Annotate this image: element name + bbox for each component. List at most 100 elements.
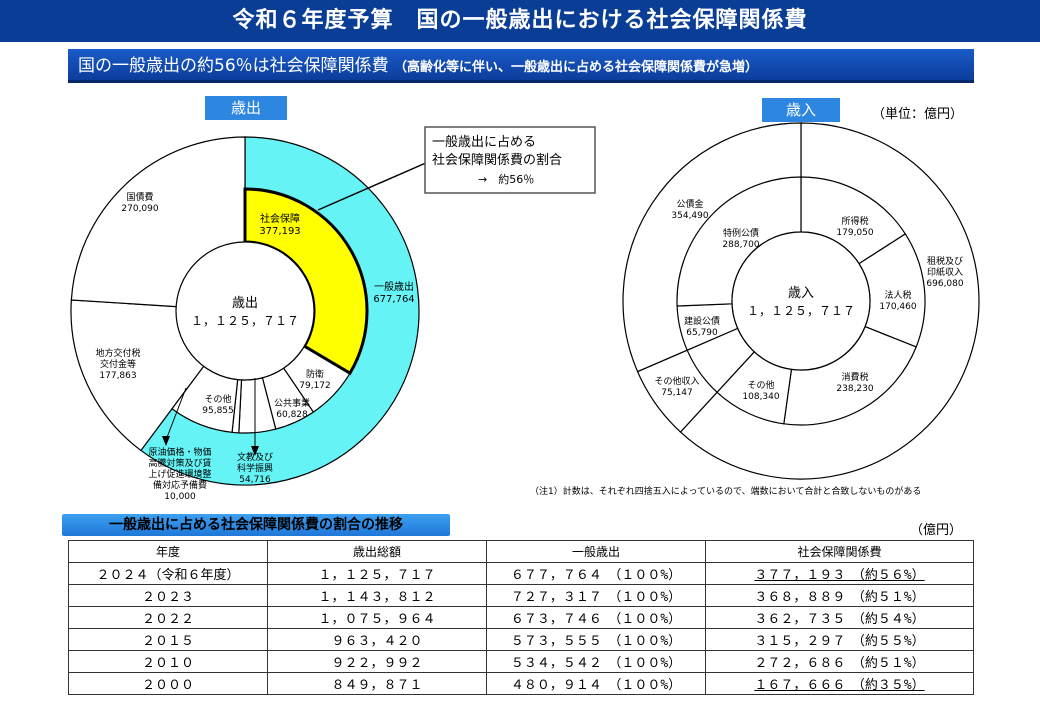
cell-general: ６７３，７４６ （１００%） [486, 606, 706, 629]
cell-year: ２０１５ [68, 628, 268, 651]
cell-total: ９２２，９９２ [267, 650, 487, 673]
share-callout: 一般歳出に占める社会保障関係費の割合 → 約56％ [317, 126, 596, 211]
cell-year: ２０００ [68, 672, 268, 695]
cell-year: ２０２２ [68, 606, 268, 629]
col-header: 一般歳出 [486, 540, 706, 563]
center-value: １，１２５，７１７ [747, 304, 855, 318]
label-line: 54,716 [239, 475, 271, 485]
unit-label: （単位：億円） [872, 107, 964, 122]
leader-line [165, 387, 187, 441]
col-header: 歳出総額 [267, 540, 487, 563]
subtitle-banner: 国の一般歳出の約56％は社会保障関係費 （高齢化等に伴い、一般歳出に占める社会保… [68, 49, 974, 83]
arrow-head [162, 436, 170, 446]
label-line: その他 [204, 393, 231, 405]
label-line: 177,863 [99, 371, 136, 381]
label-line: 95,855 [202, 406, 234, 416]
col-header: 社会保障関係費 [705, 540, 974, 563]
cell-year: ２０１０ [68, 650, 268, 673]
callout-line2: 社会保障関係費の割合 [432, 152, 562, 168]
revenue-pie [622, 122, 980, 480]
cell-general: ６７７，７６４ （１００%） [486, 562, 706, 585]
center-value: １，１２５，７１７ [191, 314, 299, 328]
label-line: 公共事業 [274, 397, 310, 409]
page-title: 令和６年度予算 国の一般歳出における社会保障関係費 [0, 0, 1040, 42]
label-line: その他 [747, 379, 774, 391]
label-line: 288,700 [722, 240, 759, 250]
label-line: 238,230 [836, 384, 873, 394]
label-line: 696,080 [926, 279, 963, 289]
label-line: 備対応予備費 [153, 479, 207, 491]
arrow-head [251, 446, 259, 456]
label-line: 354,490 [671, 211, 708, 221]
label-line: 印紙収入 [927, 266, 963, 278]
cell-general: ４８０，９１４ （１００%） [486, 672, 706, 695]
cell-year: ２０２４（令和６年度） [68, 562, 268, 585]
cell-general: ７２７，３１７ （１００%） [486, 584, 706, 607]
label-line: 法人税 [884, 289, 911, 301]
label-line: 公債金 [676, 198, 703, 210]
label-line: 377,193 [259, 226, 300, 237]
label-line: 交付金等 [100, 358, 136, 370]
expenditure-tag: 歳出 [205, 96, 287, 120]
subtitle-note: （高齢化等に伴い、一般歳出に占める社会保障関係費が急増） [394, 60, 759, 75]
cell-social: ３７７，１９３ （約５６%） [705, 562, 974, 585]
label-line: 上げ促進環境整 [148, 468, 211, 480]
label-line: 建設公債 [684, 315, 720, 327]
cell-total: ８４９，８７１ [267, 672, 487, 695]
label-line: 65,790 [686, 328, 718, 338]
label-line: 防衛 [306, 368, 324, 380]
label-line: 社会保障 [260, 212, 300, 225]
label-line: 170,460 [879, 302, 916, 312]
label-line: 所得税 [841, 215, 868, 227]
label-line: 一般歳出 [374, 280, 414, 293]
label-line: 租税及び [927, 255, 963, 267]
cell-social: １６７，６６６ （約３５%） [705, 672, 974, 695]
rounding-note: （注1）計数は、それぞれ四捨五入によっているので、端数において合計と合致しないも… [530, 487, 922, 497]
center-label: 歳出 [232, 296, 258, 311]
label-line: 国債費 [126, 191, 153, 203]
cell-social: ３６２，７３５ （約５４%） [705, 606, 974, 629]
revenue-tag: 歳入 [762, 98, 840, 122]
cell-social: ３６８，８８９ （約５１%） [705, 584, 974, 607]
label-line: 677,764 [373, 294, 414, 305]
trend-unit: （億円） [910, 523, 963, 538]
label-line: 文教及び [237, 451, 273, 463]
label-line: 10,000 [164, 492, 196, 502]
cell-social: ２７２，６８６ （約５１%） [705, 650, 974, 673]
center-hole [731, 231, 871, 371]
cell-total: １，１４３，８１２ [267, 584, 487, 607]
cell-general: ５７３，５５５ （１００%） [486, 628, 706, 651]
trend-title: 一般歳出に占める社会保障関係費の割合の推移 [62, 514, 450, 536]
callout-line1: 一般歳出に占める [432, 134, 536, 150]
label-line: 108,340 [742, 392, 779, 402]
label-line: 消費税 [841, 371, 868, 383]
cell-year: ２０２３ [68, 584, 268, 607]
col-header: 年度 [68, 540, 268, 563]
subtitle-text: 国の一般歳出の約56％は社会保障関係費 [78, 56, 389, 76]
callout-line3: → 約56％ [478, 172, 534, 186]
callout-pointer [317, 161, 429, 211]
label-line: 科学振興 [237, 462, 273, 474]
